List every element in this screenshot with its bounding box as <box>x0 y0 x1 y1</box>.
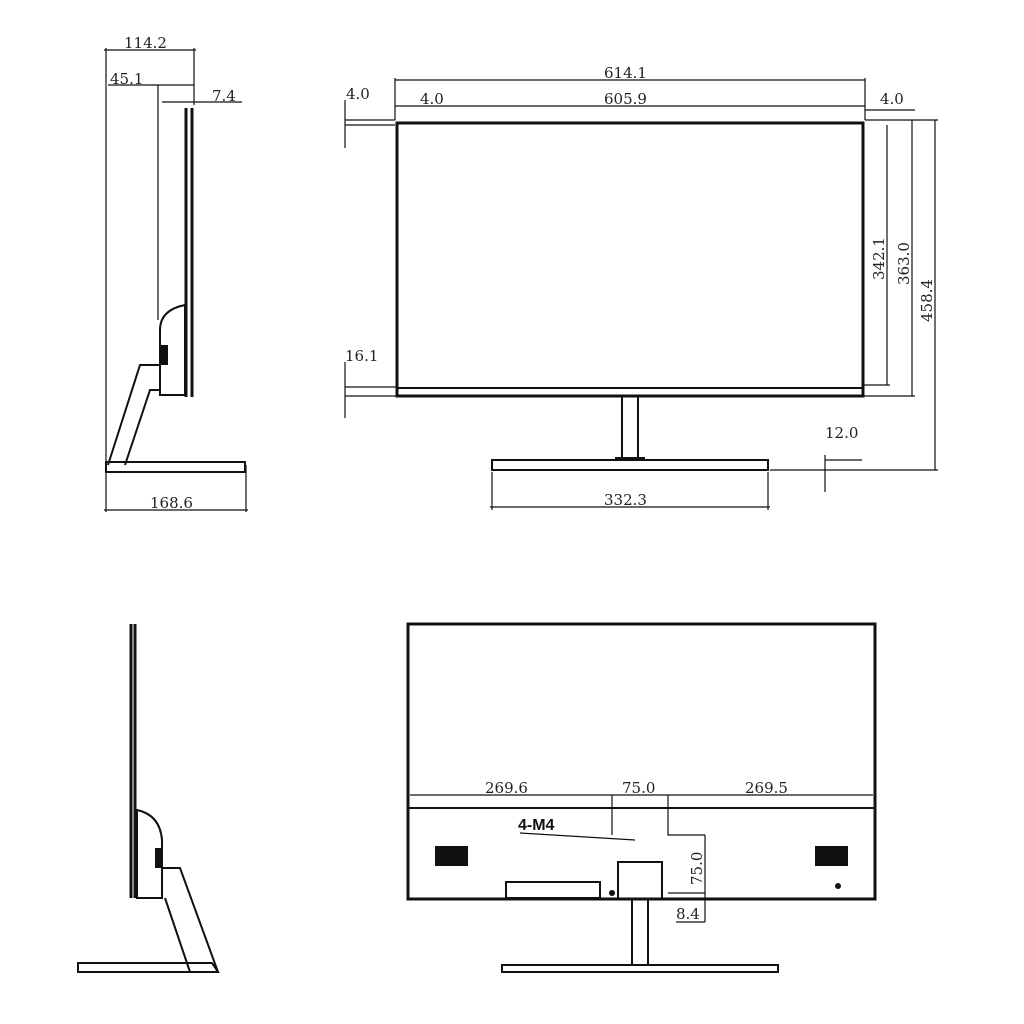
dim-vesa-vertical: 75.0 <box>688 852 706 885</box>
dim-right-offset: 269.5 <box>745 779 788 797</box>
dim-base-thickness: 12.0 <box>825 424 858 442</box>
front-view: 614.1 605.9 4.0 4.0 4.0 342.1 363.0 458.… <box>344 64 938 510</box>
dim-overall-height: 458.4 <box>918 279 936 322</box>
mount-label: 4-M4 <box>518 817 555 834</box>
dim-base-depth: 168.6 <box>150 494 193 512</box>
dim-hole-offset: 8.4 <box>676 905 700 923</box>
dim-bezel-left: 4.0 <box>420 90 444 108</box>
dim-bezel-right: 4.0 <box>880 90 904 108</box>
dim-panel-thickness: 7.4 <box>212 87 236 105</box>
dim-left-offset: 269.6 <box>485 779 528 797</box>
dim-screen-width: 605.9 <box>604 90 647 108</box>
dim-vesa-horizontal: 75.0 <box>622 779 655 797</box>
dim-panel-height: 363.0 <box>895 242 913 285</box>
dim-depth-stand: 45.1 <box>110 70 143 88</box>
side-view-rear <box>77 624 220 973</box>
side-view: 114.2 45.1 7.4 168.6 <box>104 34 248 512</box>
dim-depth-total: 114.2 <box>124 34 167 52</box>
dim-bezel-bottom: 16.1 <box>345 347 378 365</box>
dim-bezel-top: 4.0 <box>346 85 370 103</box>
rear-view: 269.6 75.0 269.5 4-M4 75.0 8.4 <box>406 622 877 973</box>
dim-base-width: 332.3 <box>604 491 647 509</box>
dim-overall-width: 614.1 <box>604 64 647 82</box>
dim-screen-height: 342.1 <box>870 237 888 280</box>
